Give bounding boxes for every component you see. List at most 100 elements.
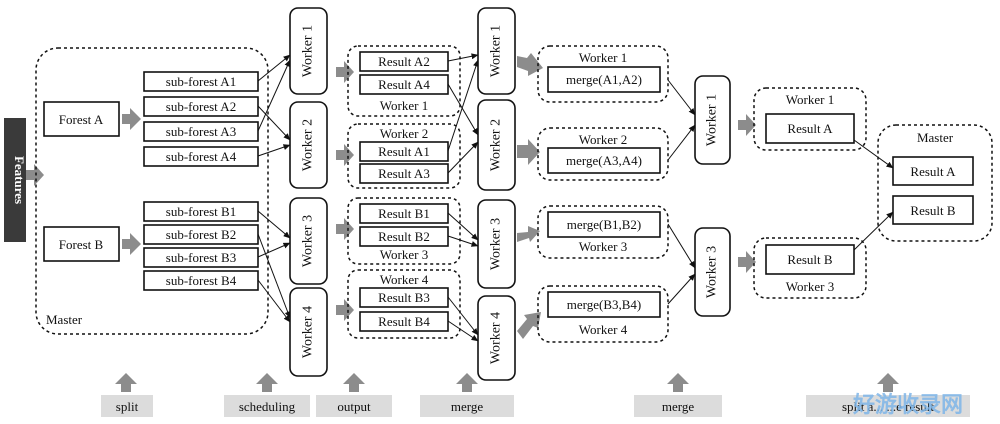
svg-text:merge: merge [451,399,483,414]
final-arrow-2 [738,251,756,273]
svg-text:Result B: Result B [910,203,955,218]
step-split-result: split a... ...e result [806,373,970,417]
final-group-3-worker: Worker 3 [786,279,834,294]
result-group-3-worker: Worker 3 [380,247,428,262]
svg-text:sub-forest B4: sub-forest B4 [166,273,237,288]
result-a: Result A [765,113,855,144]
svg-text:Worker 2: Worker 2 [301,119,316,171]
step-merge-2: merge [634,373,722,417]
result-b2: Result B2 [359,226,449,247]
svg-text:split a... ...e result: split a... ...e result [842,399,934,414]
result-b4: Result B4 [359,311,449,332]
result-a3: Result A3 [359,163,449,184]
svg-text:Worker 4: Worker 4 [301,306,316,358]
split-arrow-a [122,108,141,130]
result-b1: Result B1 [359,203,449,224]
master-result-b: Result B [892,195,974,225]
merge-a1-a2: merge(A1,A2) [547,66,661,93]
svg-text:sub-forest B1: sub-forest B1 [166,204,236,219]
result-group-1 [347,45,461,117]
svg-text:Worker 1: Worker 1 [301,25,316,77]
output-arrow-2 [336,144,354,166]
svg-text:Result A2: Result A2 [378,54,430,69]
final-group-3 [753,237,867,299]
svg-text:Result A4: Result A4 [378,77,430,92]
worker-col1-3: Worker 3 [289,197,328,285]
merge-group-1-worker: Worker 1 [579,50,627,65]
merge-group-1 [537,45,669,103]
result-group-1-worker: Worker 1 [380,98,428,113]
svg-text:merge(A3,A4): merge(A3,A4) [566,153,642,168]
merge-arrow-3 [517,226,540,242]
svg-text:Result A: Result A [787,121,833,136]
sub-forest-a2: sub-forest A2 [143,96,259,117]
master-container [35,47,269,335]
svg-text:scheduling: scheduling [239,399,296,414]
svg-text:merge(B1,B2): merge(B1,B2) [567,217,642,232]
final-master-container [877,124,993,242]
result-b3: Result B3 [359,287,449,308]
worker-col3-1: Worker 1 [694,75,731,165]
watermark: 好游收录网 [852,392,963,418]
svg-text:Result B4: Result B4 [378,314,430,329]
output-arrow-3 [336,218,354,240]
forest-b: Forest B [43,226,120,262]
merge-arrow-2 [517,139,540,165]
svg-text:Worker 3: Worker 3 [489,218,504,270]
sub-forest-a1: sub-forest A1 [143,71,259,92]
final-group-1-worker: Worker 1 [786,92,834,107]
scheduling-lines [257,54,291,323]
svg-text:merge(B3,B4): merge(B3,B4) [567,297,642,312]
output-arrow-4 [336,299,354,321]
merge-group-4 [537,285,669,343]
merge-group-3 [537,205,669,259]
step-scheduling: scheduling [224,373,310,417]
line-to-master-a [853,139,894,169]
result-b: Result B [765,244,855,275]
worker-col1-2: Worker 2 [289,101,328,189]
worker-col1-1: Worker 1 [289,7,328,95]
forest-a: Forest A [43,101,120,137]
sub-forest-a3: sub-forest A3 [143,121,259,142]
merge-arrow-1 [517,53,543,76]
svg-text:Worker 1: Worker 1 [705,94,720,146]
worker-col3-3: Worker 3 [694,227,731,317]
step-merge-1: merge [420,373,514,417]
sub-forest-b4: sub-forest B4 [143,270,259,291]
result-a1: Result A1 [359,141,449,162]
svg-text:Worker 1: Worker 1 [489,25,504,77]
result-group-4-worker: Worker 4 [380,272,429,287]
svg-text:Forest B: Forest B [59,237,104,252]
result-a2: Result A2 [359,51,449,72]
features-label: Features [12,156,27,204]
merge-b1-b2: merge(B1,B2) [547,211,661,238]
sub-forest-b1: sub-forest B1 [143,201,259,222]
svg-text:output: output [337,399,371,414]
worker-col2-4: Worker 4 [477,295,516,381]
svg-text:Result A3: Result A3 [378,166,430,181]
svg-text:sub-forest B3: sub-forest B3 [166,250,236,265]
svg-text:Worker 3: Worker 3 [705,246,720,298]
svg-text:Result B: Result B [787,252,832,267]
merge-b3-b4: merge(B3,B4) [547,291,661,318]
svg-text:sub-forest A4: sub-forest A4 [166,149,237,164]
merge-group-4-worker: Worker 4 [579,322,628,337]
svg-text:Result B3: Result B3 [378,290,430,305]
split-arrow-b [122,233,141,255]
step-output: output [316,373,392,417]
worker-col1-4: Worker 4 [289,287,328,377]
master-result-a: Result A [892,156,974,186]
svg-text:Worker 4: Worker 4 [489,312,504,364]
svg-text:Result A1: Result A1 [378,144,430,159]
svg-text:Worker 2: Worker 2 [489,119,504,171]
result-group-4 [347,269,461,339]
output-arrow-1 [336,61,354,83]
merge-group-2 [537,127,669,181]
merge-arrow-4 [517,312,541,339]
svg-text:Result B1: Result B1 [378,206,430,221]
svg-text:merge: merge [662,399,694,414]
merge-group-3-worker: Worker 3 [579,239,627,254]
sub-forest-b2: sub-forest B2 [143,224,259,245]
svg-text:merge(A1,A2): merge(A1,A2) [566,72,642,87]
